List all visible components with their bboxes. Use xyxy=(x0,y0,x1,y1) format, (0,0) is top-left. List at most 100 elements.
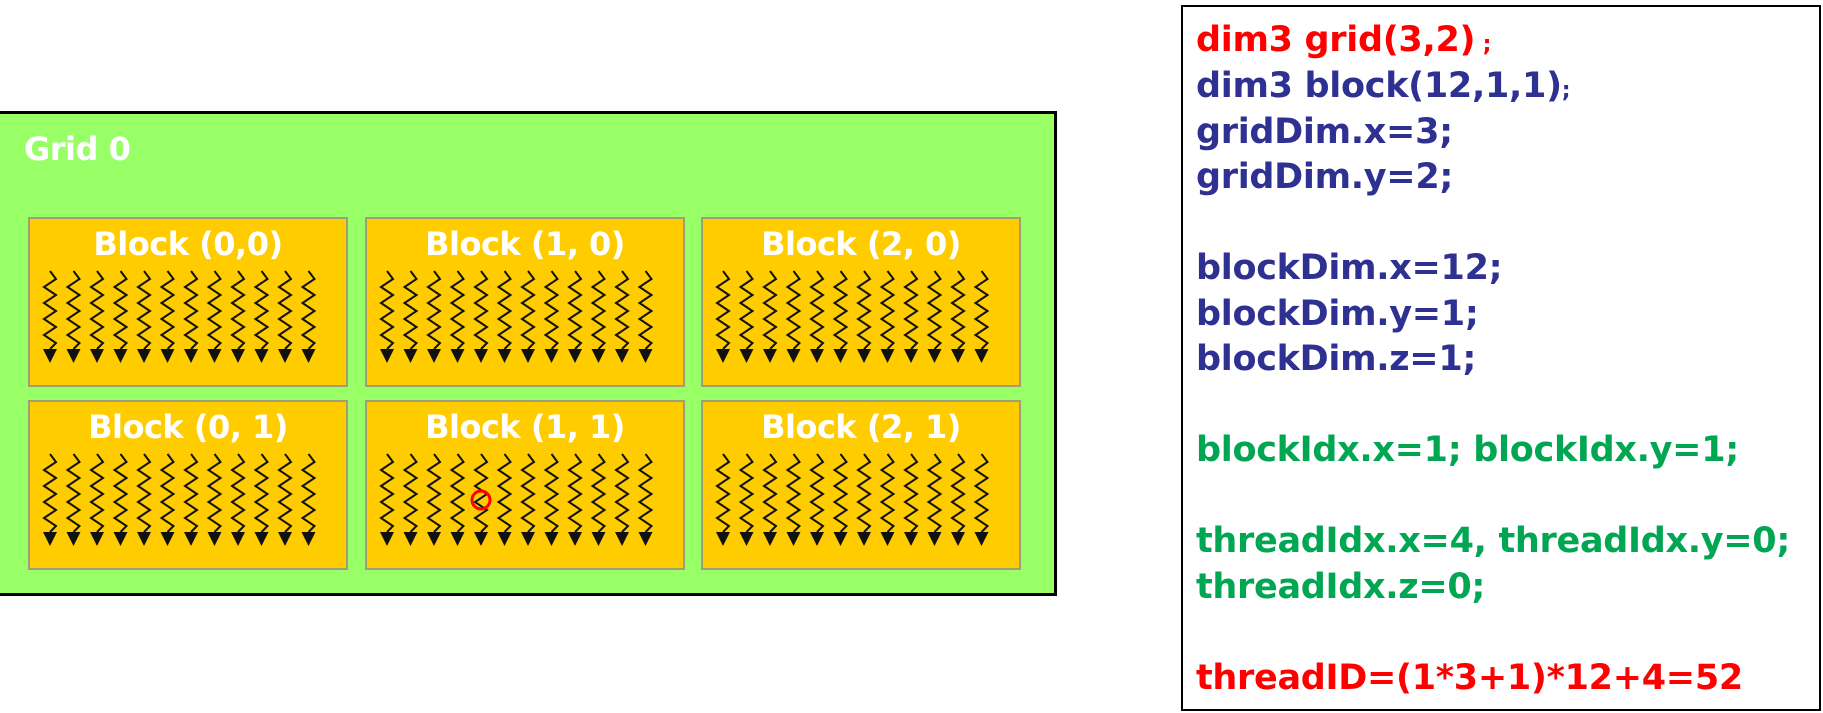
thread-arrow xyxy=(856,453,872,546)
block-label: Block (2, 0) xyxy=(761,225,961,263)
block-2-0: Block (2, 0) xyxy=(701,217,1021,387)
thread-arrow xyxy=(89,270,105,363)
thread-arrow xyxy=(183,453,199,546)
code-semicolon: ; xyxy=(1561,78,1571,103)
grid-panel: Grid 0 Block (0,0) Block (1, 0) Block (2… xyxy=(0,111,1057,596)
thread-arrow xyxy=(567,270,583,363)
thread-arrow xyxy=(402,270,419,363)
thread-arrow xyxy=(590,270,607,363)
thread-arrow xyxy=(42,270,58,363)
thread-arrow xyxy=(230,270,246,363)
thread-arrow xyxy=(402,453,419,546)
thread-arrow xyxy=(253,453,270,546)
thread-arrow xyxy=(950,453,966,546)
thread-arrow xyxy=(136,270,152,363)
thread-arrow xyxy=(136,453,152,546)
thread-arrow xyxy=(762,270,778,363)
block-1-1: Block (1, 1) xyxy=(365,400,685,570)
block-label: Block (0, 1) xyxy=(88,408,288,446)
thread-arrow xyxy=(809,270,825,363)
thread-arrow xyxy=(856,270,872,363)
grid-title: Grid 0 xyxy=(24,130,131,168)
thread-arrow xyxy=(715,453,731,546)
thread-arrow xyxy=(715,270,731,363)
code-line-griddim-y: gridDim.y=2; xyxy=(1196,157,1454,197)
thread-arrow xyxy=(762,453,778,546)
thread-group xyxy=(379,453,654,546)
code-line-blockdim-x: blockDim.x=12; xyxy=(1196,248,1503,288)
thread-arrow xyxy=(206,453,223,546)
code-line-threadid: threadID=(1*3+1)*12+4=52 xyxy=(1196,658,1743,698)
thread-arrow xyxy=(65,270,82,363)
thread-arrow xyxy=(300,270,317,363)
thread-arrow xyxy=(543,453,560,546)
thread-arrow xyxy=(449,270,466,363)
thread-arrow xyxy=(520,453,536,546)
thread-arrow xyxy=(637,270,654,363)
thread-arrow xyxy=(903,453,919,546)
code-semicolon: ; xyxy=(1475,32,1492,57)
thread-arrow xyxy=(567,453,583,546)
thread-arrow xyxy=(379,453,395,546)
thread-arrow xyxy=(614,270,630,363)
code-line-grid: dim3 grid(3,2) ; xyxy=(1196,17,1491,68)
thread-arrow xyxy=(159,270,176,363)
thread-arrow xyxy=(277,453,293,546)
thread-arrow xyxy=(473,453,489,546)
thread-arrow xyxy=(112,453,129,546)
code-line-block: dim3 block(12,1,1); xyxy=(1196,63,1571,114)
highlighted-thread-marker xyxy=(470,489,492,511)
thread-arrow xyxy=(300,453,317,546)
thread-group xyxy=(715,270,990,363)
thread-arrow xyxy=(89,453,105,546)
thread-group xyxy=(379,270,654,363)
thread-arrow xyxy=(738,453,755,546)
thread-arrow xyxy=(183,270,199,363)
thread-arrow xyxy=(785,270,802,363)
block-0-1: Block (0, 1) xyxy=(28,400,348,570)
block-label: Block (1, 1) xyxy=(425,408,625,446)
thread-arrow xyxy=(496,270,513,363)
thread-arrow xyxy=(926,270,943,363)
thread-arrow xyxy=(950,270,966,363)
thread-arrow xyxy=(206,270,223,363)
block-1-0: Block (1, 0) xyxy=(365,217,685,387)
code-text: dim3 block(12,1,1) xyxy=(1196,66,1562,106)
code-line-griddim-x: gridDim.x=3; xyxy=(1196,112,1453,152)
block-label: Block (1, 0) xyxy=(425,225,625,263)
block-0-0: Block (0,0) xyxy=(28,217,348,387)
thread-arrow xyxy=(112,270,129,363)
thread-arrow xyxy=(973,270,990,363)
thread-arrow xyxy=(879,270,896,363)
thread-group xyxy=(42,270,317,363)
thread-arrow xyxy=(903,270,919,363)
thread-arrow xyxy=(832,453,849,546)
block-label: Block (2, 1) xyxy=(761,408,961,446)
block-label: Block (0,0) xyxy=(93,225,283,263)
thread-arrow xyxy=(832,270,849,363)
thread-arrow xyxy=(738,270,755,363)
thread-arrow xyxy=(973,453,990,546)
thread-arrow xyxy=(496,453,513,546)
thread-arrow xyxy=(520,270,536,363)
code-text: dim3 grid(3,2) xyxy=(1196,20,1476,60)
thread-arrow xyxy=(42,453,58,546)
thread-arrow xyxy=(253,270,270,363)
thread-arrow xyxy=(590,453,607,546)
thread-arrow xyxy=(379,270,395,363)
thread-arrow xyxy=(473,270,489,363)
thread-arrow xyxy=(543,270,560,363)
code-line-threadidx-z: threadIdx.z=0; xyxy=(1196,567,1486,607)
thread-arrow xyxy=(637,453,654,546)
thread-arrow xyxy=(277,270,293,363)
thread-arrow xyxy=(926,453,943,546)
code-line-threadidx-xy: threadIdx.x=4, threadIdx.y=0; xyxy=(1196,521,1791,561)
block-2-1: Block (2, 1) xyxy=(701,400,1021,570)
thread-arrow xyxy=(230,453,246,546)
thread-arrow xyxy=(65,453,82,546)
thread-arrow xyxy=(879,453,896,546)
thread-arrow xyxy=(785,453,802,546)
thread-group xyxy=(42,453,317,546)
code-line-blockdim-y: blockDim.y=1; xyxy=(1196,294,1479,334)
thread-arrow xyxy=(449,453,466,546)
